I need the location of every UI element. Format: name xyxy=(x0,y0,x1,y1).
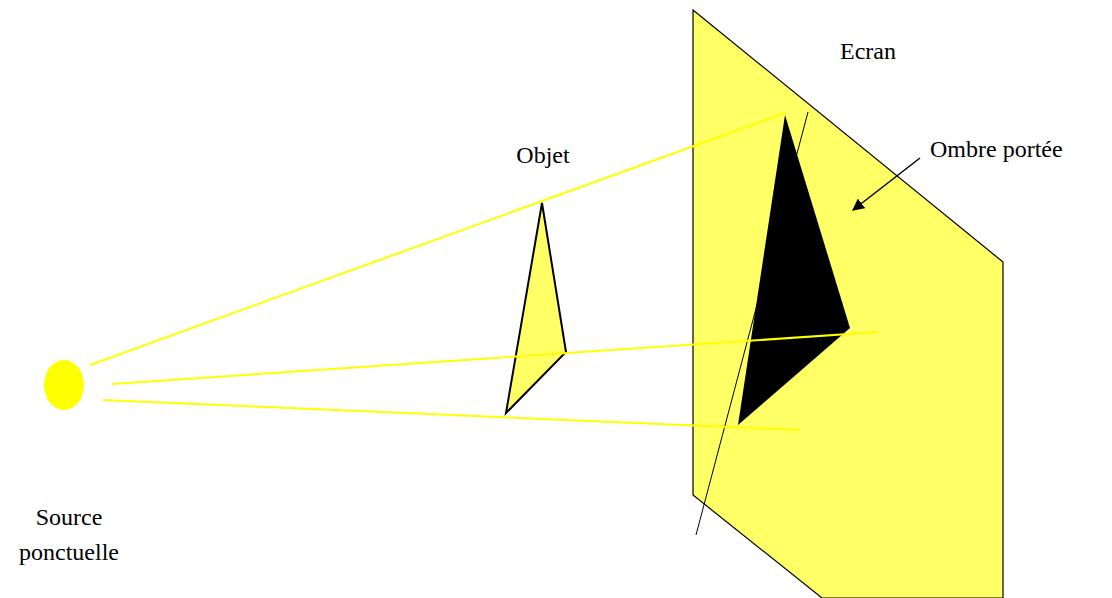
point-source xyxy=(44,360,84,410)
cast-shadow xyxy=(738,115,850,425)
light-ray xyxy=(103,400,800,430)
label: Ombre portée xyxy=(930,132,1063,167)
object-triangle xyxy=(506,203,566,413)
light-ray xyxy=(112,332,878,384)
label: Source ponctuelle xyxy=(4,500,134,570)
screen xyxy=(693,10,1003,598)
label: Objet xyxy=(516,138,569,173)
label: Ecran xyxy=(840,34,896,69)
pointer-arrow xyxy=(853,158,920,210)
light-ray xyxy=(90,113,785,365)
